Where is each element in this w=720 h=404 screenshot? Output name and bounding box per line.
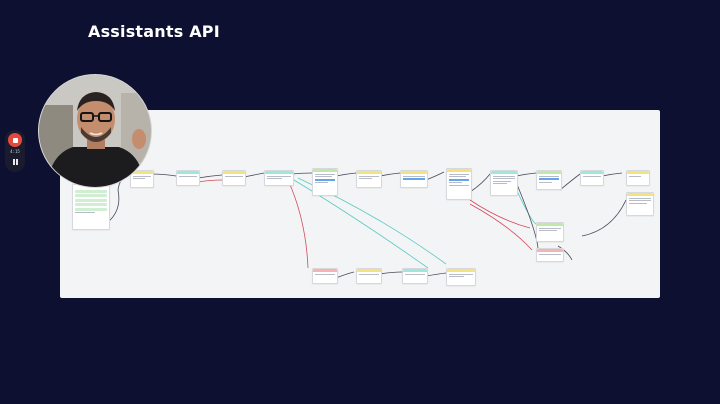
workflow-node[interactable]: [626, 170, 650, 186]
webcam-presenter-feed: [38, 74, 152, 188]
presenter-image: [39, 75, 151, 187]
record-stop-icon[interactable]: [8, 133, 22, 147]
workflow-canvas[interactable]: [60, 110, 660, 298]
pause-icon[interactable]: [9, 157, 21, 167]
workflow-node[interactable]: [400, 170, 428, 188]
workflow-node[interactable]: [446, 268, 476, 286]
workflow-node[interactable]: [356, 268, 382, 284]
workflow-node[interactable]: [626, 192, 654, 216]
slide-title: Assistants API: [88, 22, 220, 41]
workflow-node[interactable]: [536, 222, 564, 242]
workflow-node[interactable]: [402, 268, 428, 284]
workflow-node[interactable]: [312, 168, 338, 196]
workflow-node[interactable]: [536, 170, 562, 190]
workflow-node[interactable]: [446, 168, 472, 200]
trigger-node[interactable]: [72, 184, 110, 230]
workflow-node[interactable]: [312, 268, 338, 284]
workflow-node[interactable]: [356, 170, 382, 188]
recording-timer: 4:15: [10, 149, 20, 154]
connector-lines: [107, 171, 627, 279]
workflow-node[interactable]: [130, 170, 154, 188]
workflow-node[interactable]: [536, 248, 564, 262]
workflow-node[interactable]: [580, 170, 604, 186]
workflow-node[interactable]: [490, 170, 518, 196]
recording-controls: 4:15: [5, 130, 25, 172]
workflow-node[interactable]: [222, 170, 246, 186]
workflow-node[interactable]: [264, 170, 294, 186]
workflow-node[interactable]: [176, 170, 200, 186]
